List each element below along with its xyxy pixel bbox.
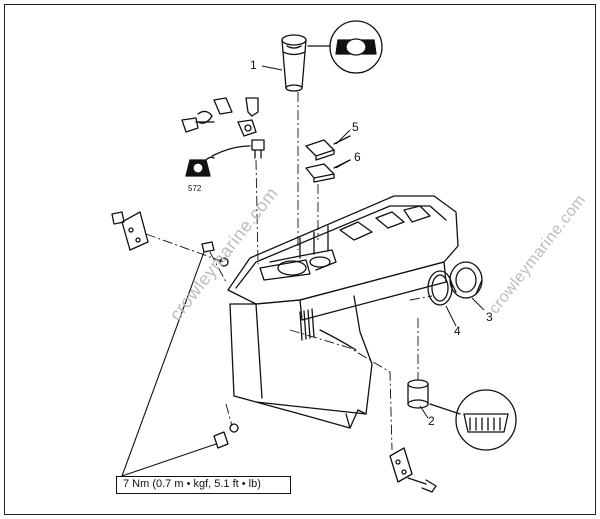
- diagram-frame: [4, 4, 596, 515]
- sealant-bolt: [211, 139, 265, 159]
- linkage-hardware: [181, 97, 259, 137]
- water-intake-slots: [299, 308, 315, 341]
- callout-3: 3: [486, 310, 493, 324]
- callout-5: 5: [352, 120, 359, 134]
- callout-6: 6: [354, 150, 361, 164]
- callout-leaders: [261, 65, 485, 419]
- part-4-o-ring: [427, 270, 453, 306]
- part-5-seal: [305, 135, 351, 161]
- lower-anode: [389, 447, 437, 493]
- part-1-grommet: [281, 34, 307, 92]
- alignment-lines: [145, 92, 433, 451]
- detail-circle-2: [429, 389, 517, 451]
- sealant-bottle: [185, 156, 215, 177]
- callout-4: 4: [454, 324, 461, 338]
- callout-2: 2: [428, 414, 435, 428]
- part-2-bushing: [407, 379, 429, 409]
- lower-casing: [227, 195, 459, 429]
- torque-spec-label: 7 Nm (0.7 m • kgf, 5.1 ft • lb): [116, 476, 291, 494]
- detail-circle-1: [307, 20, 383, 74]
- part-3-oil-seal: [449, 261, 483, 299]
- trim-tab-anode: [111, 211, 149, 251]
- sealant-code: 572: [188, 184, 202, 193]
- callout-1: 1: [250, 58, 257, 72]
- drain-screws: [201, 241, 239, 449]
- torque-leader-lines: [121, 251, 217, 477]
